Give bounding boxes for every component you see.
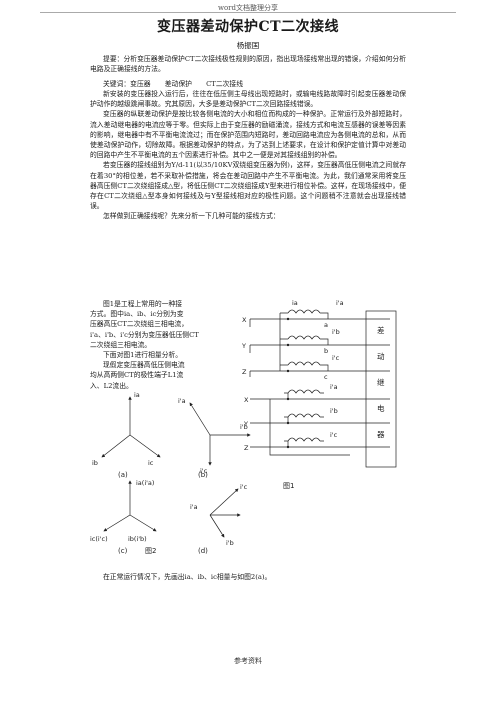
hv-current-ia-p: i'a (336, 299, 344, 307)
col-line-8: 均从高两侧CT的极性端子L1流 (90, 371, 184, 380)
col-line-5: 二次绕组三相电流。 (90, 340, 152, 349)
col-line-4: i'a、i'b、i'c分别为变压器低压侧CT (90, 330, 199, 339)
keywords: 关键词：变压器 差动保护 CT二次接线 (90, 78, 243, 88)
keyword-2: 差动保护 (164, 80, 192, 88)
col-line-3: 压器高压CT二次绕组三相电流， (90, 320, 189, 329)
hv-current-ib-p: i'b (332, 328, 340, 336)
phasor-d-ic: i'c (240, 483, 248, 491)
hv-label-y: Y (241, 342, 246, 350)
author: 杨振国 (236, 41, 260, 50)
phasor-b-ia: i'a (178, 397, 186, 405)
phasor-c-ib: ib(i'b) (128, 535, 147, 543)
abstract: 提要：分析变压器差动保护CT二次接线极性规则的原因，指出现场接线常出现的错误，介… (90, 54, 406, 74)
relay-label-5: 器 (377, 430, 385, 439)
figure-2-caption: 图2 (145, 547, 157, 555)
closing-text: 在正常运行情况下，先画出ia、ib、ic相量与如图2(a)。 (90, 572, 406, 582)
lv-current-ia-p: i'a (330, 383, 338, 391)
hv-label-z: Z (242, 368, 247, 376)
col-line-6: 下面对图1进行相量分析。 (103, 351, 183, 360)
keyword-1: 关键词：变压器 (103, 80, 151, 88)
hv-label-x: X (242, 316, 247, 324)
relay-label-2: 动 (377, 351, 385, 361)
lv-current-ib-p: i'b (330, 407, 338, 415)
figure-1-wiring-diagram: X Y Z ia i'a i'b i'c a b c X Y Z i'a i'b… (241, 299, 397, 468)
col-line-7: 现假定变压器高低压侧电流 (103, 361, 185, 370)
phasor-a-ib: ib (92, 459, 98, 467)
keyword-3: CT二次接线 (206, 80, 244, 88)
col-line-1: 图1是工程上常用的一种接 (103, 300, 183, 308)
paragraph-1: 新安装的变压器投入运行后，往往在低压侧主母线出现短路时，或输电线路故障时引起变压… (90, 90, 406, 109)
relay-label-3: 继 (377, 377, 385, 387)
figure-1-caption: 图1 (283, 482, 295, 490)
lv-current-ic-p: i'c (330, 431, 338, 439)
page-header: word文档整理分享 (217, 4, 279, 12)
node-c: c (324, 373, 328, 381)
sub-label-a: (a) (118, 471, 128, 479)
sub-label-d: (d) (198, 547, 208, 555)
lv-label-y: Y (243, 420, 248, 428)
hv-current-ic-p: i'c (332, 354, 340, 362)
sub-label-c: (c) (118, 547, 128, 555)
figure-2-phasor-diagrams: ia ic ib i'a i'b i'c ia(i'a) ib(i'b) ic(… (90, 391, 251, 555)
body-text: 新安装的变压器投入运行后，往往在低压侧主母线出现短路时，或输电线路故障时引起变压… (90, 89, 406, 222)
hv-current-ia: ia (292, 299, 298, 307)
abstract-text: 提要：分析变压器差动保护CT二次接线极性规则的原因，指出现场接线常出现的错误，介… (90, 55, 406, 74)
node-b: b (324, 347, 328, 355)
document-title: 变压器差动保护CT二次接线 (156, 19, 340, 35)
phasor-d-ia: i'a (190, 503, 198, 511)
col-line-2: 方式。图中ia、ib、ic分别为变 (90, 310, 184, 319)
phasor-a-ic: ic (148, 459, 154, 467)
paragraph-2: 变压器的纵联差动保护是按比较各侧电流的大小和相位而构成的一种保护。正常运行及外部… (90, 110, 406, 160)
paragraph-3: 若变压器的接线组别为Y/d-11(以35/10KV双绕组变压器为例)，这样，变压… (90, 161, 406, 211)
node-a: a (324, 321, 328, 329)
lv-label-x: X (244, 396, 249, 404)
sub-label-b: (b) (198, 471, 208, 479)
left-column-text: 图1是工程上常用的一种接 方式。图中ia、ib、ic分别为变 压器高压CT二次绕… (90, 299, 199, 391)
relay-label-4: 电 (377, 403, 385, 413)
phasor-b-ib: i'b (240, 423, 248, 431)
paragraph-4: 怎样做到正确接线呢？先来分析一下几种可能的接线方式： (103, 212, 280, 221)
phasor-c-ic: ic(i'c) (90, 535, 108, 543)
col-line-9: 入、L2流出。 (90, 381, 133, 390)
phasor-c-ia: ia(i'a) (136, 479, 154, 487)
phasor-a-ia: ia (134, 391, 140, 399)
page-footer: 参考资料 (234, 657, 262, 665)
header-divider (40, 12, 456, 13)
phasor-b-ic: i'c (200, 467, 208, 475)
closing-paragraph: 在正常运行情况下，先画出ia、ib、ic相量与如图2(a)。 (103, 573, 272, 581)
lv-label-z: Z (244, 444, 249, 452)
phasor-d-ib: i'b (226, 539, 234, 547)
relay-label-1: 差 (377, 325, 385, 335)
